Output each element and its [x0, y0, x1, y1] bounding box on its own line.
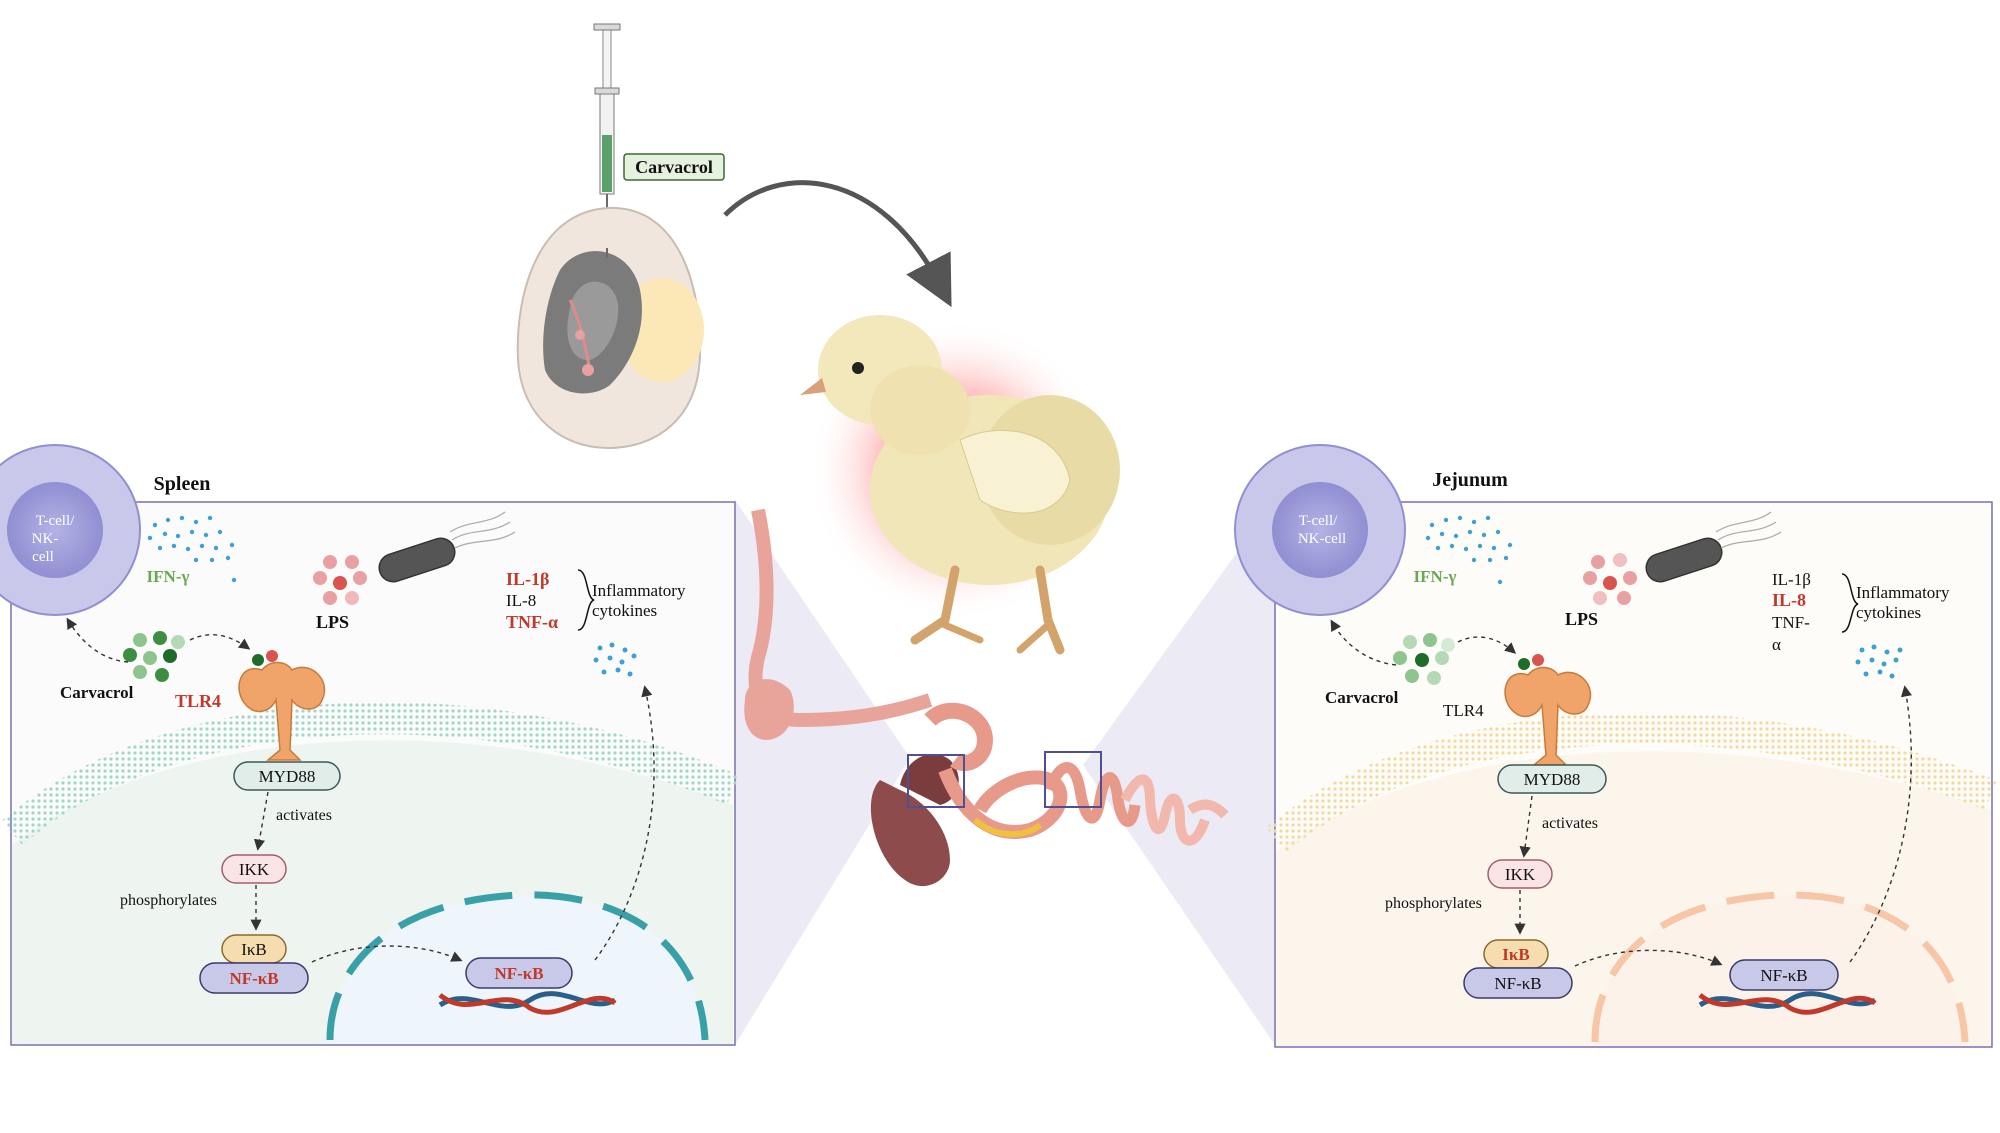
spleen-cell-label-1: T-cell/ — [36, 513, 75, 529]
jejunum-nucleus — [1591, 891, 1969, 1043]
jejunum-tlr4-label: TLR4 — [1443, 701, 1484, 720]
spleen-nfkb-complex-label: NF-κB — [229, 969, 278, 988]
spleen-carvacrol-dots — [123, 631, 185, 682]
spleen-arrow-to-cytokines — [594, 685, 655, 961]
spleen-zoom-box — [907, 754, 965, 808]
jejunum-nfkb-dna-node — [1729, 959, 1839, 991]
zoom-wedges — [735, 500, 1275, 1045]
spleen-cytokine-dots — [593, 642, 637, 677]
carvacrol-injection-label: Carvacrol — [635, 157, 713, 177]
jejunum-cytokine-1: IL-1β — [1772, 570, 1811, 589]
spleen-myd88-node — [233, 761, 341, 791]
jejunum-arrow-to-nucleus — [1574, 949, 1723, 967]
spleen-cytokine-brace — [577, 569, 595, 631]
spleen-ifn-label: IFN-γ — [147, 567, 190, 586]
spleen-cell-membrane — [1, 702, 740, 846]
egg-illustration — [516, 206, 704, 450]
carvacrol-tag: Carvacrol — [623, 153, 725, 181]
spleen-tlr4-receptor — [238, 650, 326, 761]
spleen-nfkb-complex-node — [199, 962, 309, 994]
jejunum-cytokine-3: TNF- — [1772, 613, 1810, 632]
jejunum-carvacrol-label: Carvacrol — [1325, 688, 1399, 707]
jejunum-myd88-node — [1497, 764, 1607, 794]
spleen-cytokine-group-2: cytokines — [592, 601, 657, 620]
spleen-carvacrol-label: Carvacrol — [60, 683, 134, 702]
jejunum-bacterium-icon — [1645, 511, 1782, 583]
jejunum-ifn-label: IFN-γ — [1414, 567, 1457, 586]
jejunum-nfkb-complex-node — [1463, 967, 1573, 999]
intestine-illustration — [744, 508, 1229, 887]
jejunum-zoom-box — [1044, 751, 1102, 808]
jejunum-nfkb-dna-label: NF-κB — [1760, 966, 1807, 985]
jejunum-phosphorylates-label: phosphorylates — [1385, 895, 1482, 912]
spleen-tlr4-label: TLR4 — [175, 691, 221, 711]
spleen-arrow-myd88-ikk — [253, 791, 269, 851]
jejunum-cytokine-group-1: Inflammatory — [1856, 583, 1950, 602]
spleen-cell-label-2: NK- — [32, 531, 59, 547]
jejunum-nfkb-complex-label: NF-κB — [1494, 974, 1541, 993]
jejunum-title: Jejunum — [1432, 469, 1508, 491]
jejunum-arrow-myd88-ikk — [1519, 795, 1533, 858]
jejunum-cytokine-dots — [1855, 644, 1903, 679]
spleen-panel: T-cell/ NK- cell IFN-γ LPS IL-1β IL-8 TN… — [0, 444, 740, 1046]
jejunum-ifn-dots — [1425, 515, 1513, 585]
jejunum-arrow-to-cytokines — [1849, 685, 1913, 963]
spleen-title: Spleen — [154, 473, 211, 495]
jejunum-lps-label: LPS — [1565, 609, 1598, 629]
jejunum-ikk-label: IKK — [1505, 865, 1536, 884]
spleen-ifn-dots — [147, 515, 237, 583]
jejunum-cytokine-2: IL-8 — [1772, 590, 1806, 610]
spleen-lps-dots — [313, 555, 367, 605]
spleen-nfkb-dna-node — [465, 957, 573, 989]
jejunum-myd88-label: MYD88 — [1524, 770, 1581, 789]
spleen-cytokine-group-1: Inflammatory — [592, 581, 686, 600]
spleen-bacterium-icon — [378, 511, 516, 583]
jejunum-activates-label: activates — [1542, 815, 1598, 832]
spleen-lps-label: LPS — [316, 612, 349, 632]
jejunum-carvacrol-dots — [1393, 633, 1455, 685]
spleen-myd88-label: MYD88 — [259, 767, 316, 786]
spleen-cytokine-2: IL-8 — [506, 591, 536, 610]
spleen-activates-label: activates — [276, 807, 332, 824]
jejunum-arrow-to-tcell — [1330, 619, 1397, 666]
jejunum-tlr4-receptor — [1504, 654, 1592, 766]
jejunum-cytokine-brace — [1841, 573, 1859, 633]
jejunum-panel: T-cell/ NK-cell IFN-γ LPS IL-1β IL-8 TNF… — [1234, 444, 1997, 1048]
jejunum-cell-label-2: NK-cell — [1298, 531, 1346, 547]
development-arrow — [723, 180, 952, 308]
jejunum-cell-membrane — [1265, 712, 1997, 853]
spleen-arrow-to-nucleus — [311, 945, 463, 963]
spleen-nfkb-dna-label: NF-κB — [494, 964, 543, 983]
spleen-dna-strand-1 — [438, 991, 617, 1009]
jejunum-dna-strand-2 — [1698, 993, 1877, 1015]
spleen-cytokine-1: IL-1β — [506, 569, 550, 589]
jejunum-ikk-node — [1487, 859, 1553, 889]
jejunum-cell-label-1: T-cell/ — [1299, 513, 1338, 529]
spleen-dna-strand-2 — [438, 993, 617, 1015]
jejunum-cytokine-group-2: cytokines — [1856, 603, 1921, 622]
spleen-ikk-label: IKK — [239, 860, 270, 879]
spleen-cell-label-3: cell — [32, 549, 54, 565]
spleen-nucleus — [326, 891, 709, 1041]
spleen-cytokine-3: TNF-α — [506, 612, 558, 632]
jejunum-dna-strand-1 — [1698, 991, 1877, 1009]
chick-illustration — [800, 315, 1120, 655]
jejunum-cytokine-4: α — [1772, 635, 1781, 654]
jejunum-lps-dots — [1583, 553, 1637, 605]
spleen-phosphorylates-label: phosphorylates — [120, 892, 217, 909]
jejunum-ikb-label: IκB — [1502, 945, 1529, 964]
spleen-ikk-node — [221, 854, 287, 884]
spleen-ikb-label: IκB — [241, 940, 267, 959]
syringe — [593, 23, 621, 248]
